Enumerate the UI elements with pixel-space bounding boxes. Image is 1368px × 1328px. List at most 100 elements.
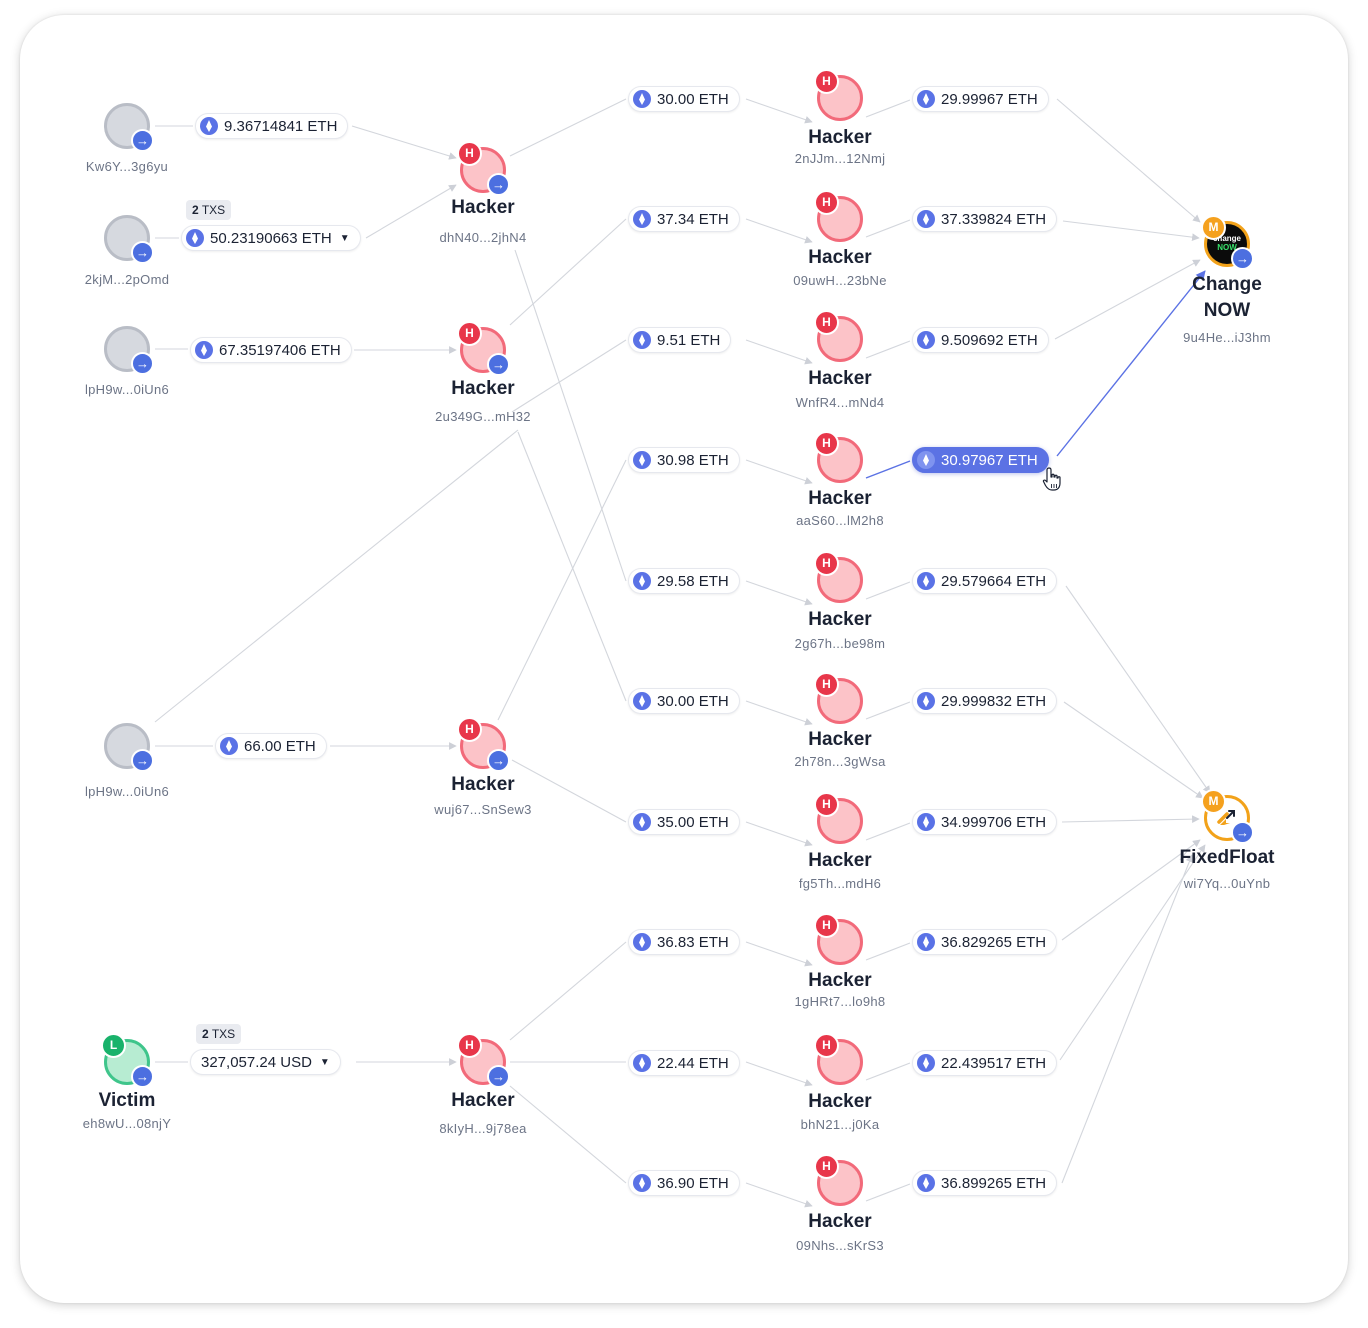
node-title: Hacker xyxy=(808,488,872,509)
arrow-right-icon[interactable]: → xyxy=(131,749,154,772)
node-address: 09Nhs...sKrS3 xyxy=(796,1238,884,1253)
amount-text: 29.999832 ETH xyxy=(941,692,1047,710)
arrow-right-icon[interactable]: → xyxy=(131,352,154,375)
address-circle xyxy=(817,557,863,603)
node-address: 09uwH...23bNe xyxy=(793,273,887,288)
ethereum-icon xyxy=(633,90,651,108)
arrow-right-icon[interactable]: → xyxy=(487,749,510,772)
amount-text: 36.90 ETH xyxy=(657,1174,729,1192)
node-title: Hacker xyxy=(808,1091,872,1112)
edge-line xyxy=(865,460,911,479)
node-address: dhN40...2jhN4 xyxy=(439,230,527,245)
amount-text: 30.97967 ETH xyxy=(941,451,1038,469)
tx-amount-pill[interactable]: 9.51 ETH xyxy=(628,327,732,353)
tx-amount-pill[interactable]: 36.899265 ETH xyxy=(912,1170,1058,1196)
address-circle xyxy=(817,1160,863,1206)
amount-text: 30.00 ETH xyxy=(657,692,729,710)
edge-line xyxy=(745,339,813,365)
node-title: Hacker xyxy=(451,1090,515,1111)
tx-amount-pill[interactable]: 37.34 ETH xyxy=(628,206,740,232)
tx-amount-pill[interactable]: 67.35197406 ETH xyxy=(190,337,352,363)
node-address: eh8wU...08njY xyxy=(82,1116,172,1131)
arrow-right-icon[interactable]: → xyxy=(1231,247,1254,270)
tx-amount-pill[interactable]: 36.829265 ETH xyxy=(912,929,1058,955)
ethereum-icon xyxy=(186,229,204,247)
tx-amount-pill[interactable]: 9.509692 ETH xyxy=(912,327,1049,353)
txs-badge: 2 TXS xyxy=(196,1024,242,1044)
tx-amount-pill[interactable]: 9.36714841 ETH xyxy=(195,113,349,139)
tx-amount-pill[interactable]: 36.83 ETH xyxy=(628,929,740,955)
arrow-right-icon[interactable]: → xyxy=(487,173,510,196)
node-address: 2u349G...mH32 xyxy=(435,409,531,424)
node-address: wi7Yq...0uYnb xyxy=(1183,876,1271,891)
tx-amount-pill[interactable]: 29.58 ETH xyxy=(628,568,740,594)
ethereum-icon xyxy=(200,117,218,135)
edge-line xyxy=(511,339,627,413)
caret-down-icon[interactable]: ▼ xyxy=(339,232,350,244)
ethereum-icon xyxy=(917,572,935,590)
node-address: WnfR4...mNd4 xyxy=(795,395,885,410)
edge-line xyxy=(745,821,813,847)
edge-line xyxy=(509,98,627,157)
tx-amount-pill[interactable]: 29.99967 ETH xyxy=(912,86,1049,112)
amount-text: 30.98 ETH xyxy=(657,451,729,469)
ethereum-icon xyxy=(917,210,935,228)
node-title: Hacker xyxy=(451,774,515,795)
tx-amount-pill[interactable]: 30.98 ETH xyxy=(628,447,740,473)
edge-line xyxy=(745,700,813,726)
fixedfloat-icon xyxy=(1217,810,1235,825)
caret-down-icon[interactable]: ▼ xyxy=(319,1056,330,1068)
edge-line xyxy=(745,580,813,606)
tx-amount-pill[interactable]: 66.00 ETH xyxy=(215,733,327,759)
tx-amount-pill[interactable]: 30.00 ETH xyxy=(628,688,740,714)
node-address: 9u4He...iJ3hm xyxy=(1183,330,1271,345)
tx-amount-pill[interactable]: 50.23190663 ETH ▼ xyxy=(181,225,361,251)
tx-amount-pill[interactable]: 34.999706 ETH xyxy=(912,809,1058,835)
arrow-right-icon[interactable]: → xyxy=(1231,821,1254,844)
tx-amount-pill[interactable]: 22.44 ETH xyxy=(628,1050,740,1076)
hand-pointer-icon xyxy=(1042,467,1061,491)
edge-line xyxy=(745,218,813,244)
node-title: Hacker xyxy=(808,970,872,991)
node-title: Victim xyxy=(98,1090,156,1111)
ethereum-icon xyxy=(633,1174,651,1192)
edge-line xyxy=(1062,220,1200,241)
ethereum-icon xyxy=(917,933,935,951)
txs-label: TXS xyxy=(201,203,226,217)
label-h-icon: H xyxy=(457,141,482,166)
label-l-icon: L xyxy=(101,1033,126,1058)
edge-line xyxy=(1056,98,1201,223)
tx-amount-pill-selected[interactable]: 30.97967 ETH xyxy=(912,447,1049,473)
node-address: Kw6Y...3g6yu xyxy=(85,159,169,174)
edge-line xyxy=(865,822,911,841)
arrow-right-icon[interactable]: → xyxy=(131,1065,154,1088)
address-circle xyxy=(817,75,863,121)
edge-line xyxy=(865,1183,911,1202)
tx-amount-pill[interactable]: 29.999832 ETH xyxy=(912,688,1058,714)
tx-amount-pill[interactable]: 37.339824 ETH xyxy=(912,206,1058,232)
ethereum-icon xyxy=(633,1054,651,1072)
amount-text: 36.899265 ETH xyxy=(941,1174,1047,1192)
arrow-right-icon[interactable]: → xyxy=(131,129,154,152)
tx-amount-pill[interactable]: 36.90 ETH xyxy=(628,1170,740,1196)
amount-text: 36.829265 ETH xyxy=(941,933,1047,951)
tx-amount-pill[interactable]: 30.00 ETH xyxy=(628,86,740,112)
node-address: lpH9w...0iUn6 xyxy=(84,382,170,397)
amount-text: 22.44 ETH xyxy=(657,1054,729,1072)
txs-count: 2 xyxy=(202,1027,209,1041)
tx-amount-pill[interactable]: 35.00 ETH xyxy=(628,809,740,835)
node-title: FixedFloat xyxy=(1179,847,1275,868)
edge-line xyxy=(745,98,813,124)
tx-amount-pill[interactable]: 29.579664 ETH xyxy=(912,568,1058,594)
edge-line xyxy=(365,184,457,239)
edge-line xyxy=(865,340,911,359)
label-h-icon: H xyxy=(814,431,839,456)
arrow-right-icon[interactable]: → xyxy=(131,241,154,264)
arrow-right-icon[interactable]: → xyxy=(487,1065,510,1088)
tx-amount-pill[interactable]: 327,057.24 USD ▼ xyxy=(190,1049,341,1075)
tx-amount-pill[interactable]: 22.439517 ETH xyxy=(912,1050,1058,1076)
arrow-right-icon[interactable]: → xyxy=(487,353,510,376)
amount-text: 30.00 ETH xyxy=(657,90,729,108)
